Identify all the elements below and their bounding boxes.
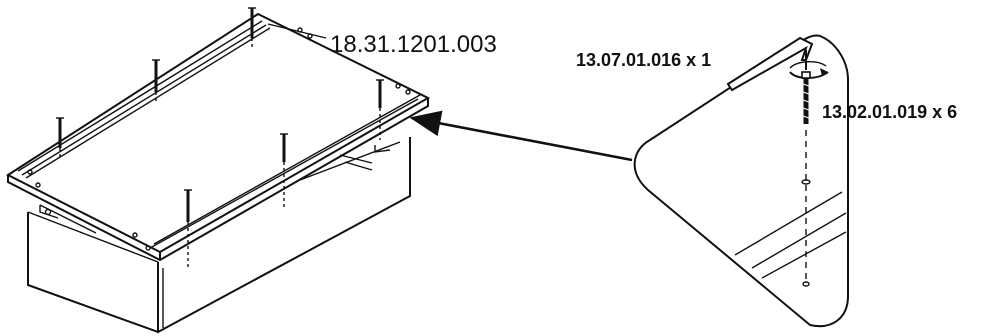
detail-arrow	[409, 110, 633, 162]
part-number-leader	[267, 23, 327, 39]
screw-icon	[248, 7, 256, 48]
hex-key-icon	[726, 36, 829, 92]
screw-icon	[152, 59, 160, 102]
screw-icon	[801, 71, 811, 124]
panel-part-number-label: 18.31.1201.003	[330, 31, 497, 58]
hex-key-part-label: 13.07.01.016 x 1	[576, 50, 711, 70]
screw-icon	[56, 117, 64, 158]
base-cabinet	[27, 137, 411, 334]
screw-part-label: 13.02.01.019 x 6	[822, 102, 957, 122]
screws-group	[56, 7, 384, 270]
screw-icon	[280, 133, 288, 210]
screw-icon	[184, 189, 192, 270]
screw-icon	[376, 79, 384, 140]
